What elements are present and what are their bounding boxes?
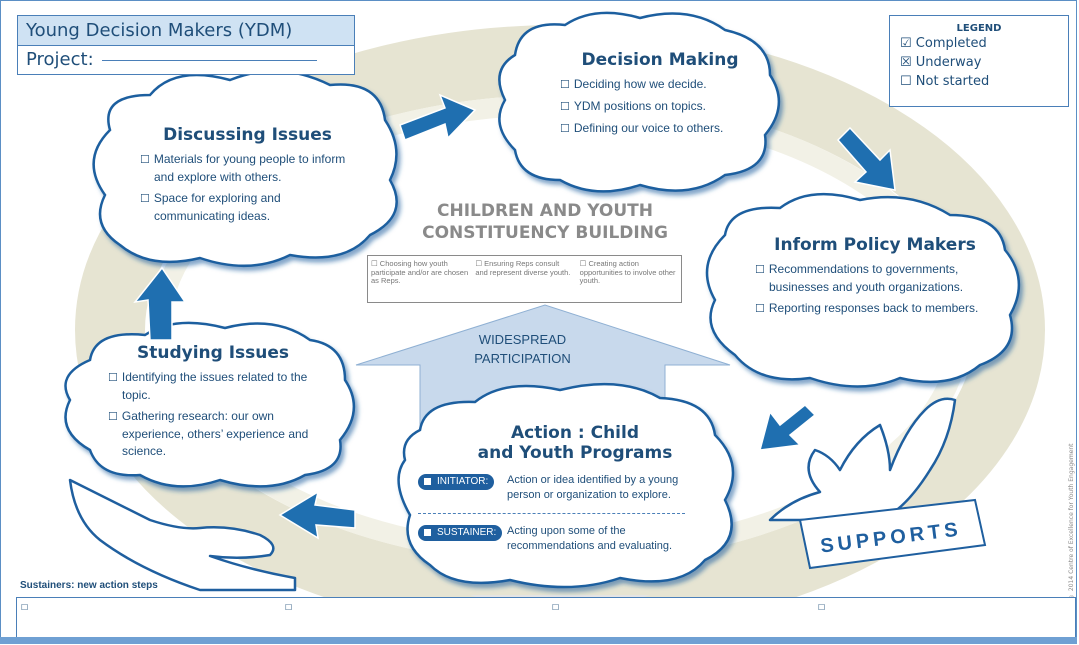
checkbox-icon: ☐ xyxy=(560,101,570,113)
flow-arrow-4 xyxy=(278,490,356,540)
decision-title: Decision Making xyxy=(581,50,739,70)
decision-item[interactable]: ☐Deciding how we decide. xyxy=(560,77,707,91)
sustainers-action-steps: ☐ ☐ ☐ ☐ xyxy=(16,597,1076,638)
studying-item[interactable]: ☐Identifying the issues related to the t… xyxy=(108,370,308,402)
studying-title: Studying Issues xyxy=(136,343,290,363)
constituency-item[interactable]: ☐ Ensuring Reps consult and represent di… xyxy=(475,259,571,277)
decision-cloud xyxy=(498,11,781,193)
action-step-checkbox[interactable]: ☐ xyxy=(818,603,826,612)
initiator-description: Action or idea identified by a young per… xyxy=(507,474,679,501)
copyright-text: © 2014 Centre of Excellence for Youth En… xyxy=(1068,443,1075,600)
checkbox-icon: ☐ xyxy=(755,303,765,315)
sustainer-badge[interactable]: SUSTAINER: xyxy=(418,525,503,541)
constituency-building-title: CHILDREN AND YOUTH CONSTITUENCY BUILDING xyxy=(422,201,668,243)
legend-box: LEGEND ☑ Completed ☒ Underway ☐ Not star… xyxy=(889,15,1069,107)
studying-item[interactable]: ☐Gathering research: our own experience,… xyxy=(108,409,309,458)
legend-item-not-started: ☐ Not started xyxy=(900,74,990,89)
inform-item[interactable]: ☐Reporting responses back to members. xyxy=(755,301,979,315)
action-programs-title: Action : Child and Youth Programs xyxy=(477,423,673,463)
sustainer-description: Acting upon some of the recommendations … xyxy=(507,525,673,552)
action-step-checkbox[interactable]: ☐ xyxy=(552,603,560,612)
constituency-checklist: ☐ Choosing how youth participate and/or … xyxy=(367,255,682,303)
empty-box-icon: ☐ xyxy=(900,74,912,89)
sustainers-label: Sustainers: new action steps xyxy=(20,580,158,591)
decision-item[interactable]: ☐YDM positions on topics. xyxy=(560,99,706,113)
bottom-band xyxy=(0,637,1077,644)
crossed-box-icon: ☒ xyxy=(900,55,912,70)
left-hand-icon xyxy=(68,478,297,592)
checkbox-icon: ☐ xyxy=(140,154,150,166)
project-title-box: Young Decision Makers (YDM) Project: xyxy=(17,15,355,75)
inform-title: Inform Policy Makers xyxy=(774,235,976,255)
project-blank-line xyxy=(101,59,317,61)
legend-item-completed: ☑ Completed xyxy=(900,36,987,51)
discussing-title: Discussing Issues xyxy=(163,125,332,145)
checkbox-icon: ☐ xyxy=(560,123,570,135)
flow-arrow-2 xyxy=(836,126,896,191)
constituency-item[interactable]: ☐ Choosing how youth participate and/or … xyxy=(371,259,469,285)
project-label: Project: xyxy=(26,49,94,70)
right-hand-icon xyxy=(768,397,957,522)
decision-item[interactable]: ☐Defining our voice to others. xyxy=(560,121,724,135)
legend-item-underway: ☒ Underway xyxy=(900,55,982,70)
checkbox-icon: ☐ xyxy=(140,193,150,205)
action-step-checkbox[interactable]: ☐ xyxy=(21,603,29,612)
studying-cloud xyxy=(64,321,356,488)
project-field[interactable]: Project: xyxy=(18,46,354,74)
flow-arrow-1 xyxy=(399,93,477,141)
project-title: Young Decision Makers (YDM) xyxy=(18,16,354,46)
checkbox-icon: ☐ xyxy=(560,79,570,91)
flow-arrow-3 xyxy=(758,403,817,451)
supports-banner xyxy=(798,498,987,570)
widespread-participation-label: WIDESPREAD PARTICIPATION xyxy=(474,332,571,366)
inform-cloud xyxy=(705,192,1021,388)
inform-policy-makers-panel: Inform Policy Makers ☐Recommendations to… xyxy=(755,235,995,322)
checkbox-icon: ☐ xyxy=(108,372,118,384)
checkbox-icon: ☐ xyxy=(755,264,765,276)
discussing-issues-panel: Discussing Issues ☐Materials for young p… xyxy=(140,125,355,229)
checkbox-icon xyxy=(424,477,431,485)
checkbox-icon xyxy=(424,528,431,536)
action-divider xyxy=(418,513,685,514)
checked-box-icon: ☑ xyxy=(900,36,912,51)
checkbox-icon: ☐ xyxy=(108,411,118,423)
decision-making-panel: Decision Making ☐Deciding how we decide.… xyxy=(560,50,760,142)
flow-arrow-5 xyxy=(133,266,187,341)
initiator-badge[interactable]: INITIATOR: xyxy=(418,474,495,490)
inform-item[interactable]: ☐Recommendations to governments, busines… xyxy=(755,262,964,294)
constituency-item[interactable]: ☐ Creating action opportunities to invol… xyxy=(579,259,676,285)
discussing-cloud xyxy=(92,69,398,267)
discussing-item[interactable]: ☐Space for exploring and communicating i… xyxy=(140,191,281,223)
action-step-checkbox[interactable]: ☐ xyxy=(285,603,293,612)
discussing-item[interactable]: ☐Materials for young people to inform an… xyxy=(140,152,346,184)
studying-issues-panel: Studying Issues ☐Identifying the issues … xyxy=(108,343,318,464)
legend-heading: LEGEND xyxy=(956,23,1002,34)
